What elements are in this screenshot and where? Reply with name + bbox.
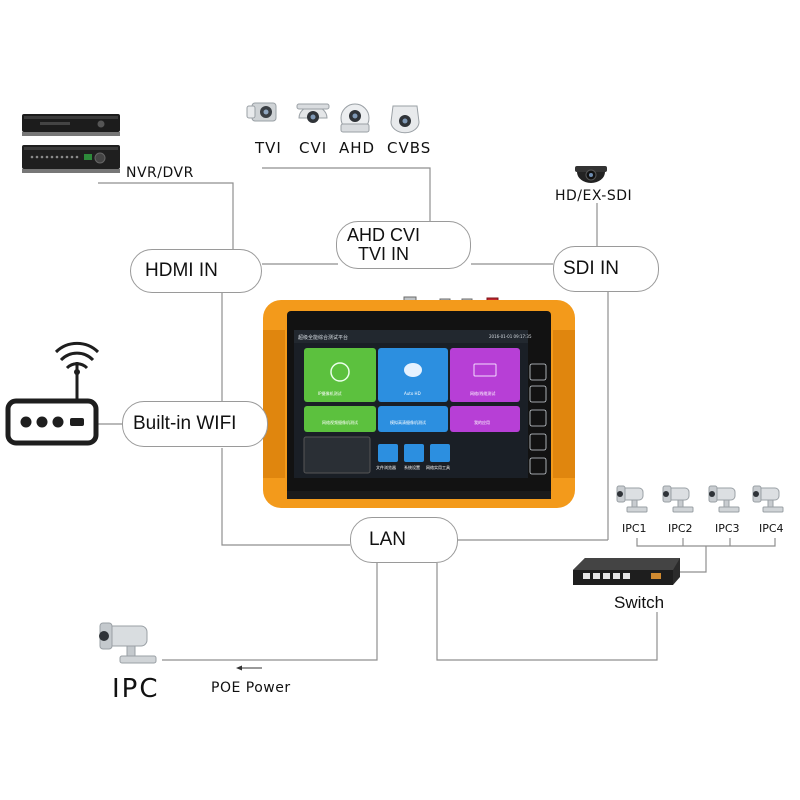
analog-in-line1: AHD CVI (347, 225, 421, 245)
tile-my-apps[interactable] (450, 406, 520, 432)
tvi-camera-icon (246, 102, 277, 122)
tile-network-cable-test[interactable] (450, 348, 520, 402)
ipc-camera-icon-4 (752, 485, 784, 513)
nvr-to-hdmi-line (98, 182, 234, 250)
tile-network-video-camera[interactable] (304, 406, 376, 432)
cameras-to-analog-line (262, 167, 431, 222)
wifi-pill: Built-in WIFI (122, 401, 268, 447)
screen-tiles (303, 348, 520, 474)
ipc-camera-icon-3 (708, 485, 740, 513)
ipc-camera-icon-2 (662, 485, 694, 513)
dvr-recorder-icon (22, 145, 120, 173)
analog-in-line2: TVI IN (358, 244, 410, 264)
side-buttons (529, 363, 547, 475)
wifi-label: Built-in WIFI (133, 413, 237, 434)
lan-to-ipc-line (162, 563, 378, 661)
poe-arrow-icon (236, 665, 262, 671)
ipc-bus-line (636, 538, 776, 547)
bus-to-switch-line (677, 546, 707, 573)
network-switch-icon (573, 558, 680, 585)
lan-to-switch-line (436, 563, 658, 661)
analog-in-pill: AHD CVI TVI IN (336, 221, 471, 269)
cvi-camera-icon (296, 103, 330, 123)
ahd-camera-icon (340, 103, 370, 133)
sdi-dome-camera-icon (575, 166, 607, 183)
hdmi-in-label: HDMI IN (145, 260, 218, 281)
app-system-settings-icon[interactable] (404, 444, 424, 462)
analog-in-label: AHD CVI TVI IN (347, 226, 420, 264)
wifi-to-lan-line (221, 448, 350, 546)
cvbs-camera-icon (390, 105, 420, 134)
nvr-recorder-icon (22, 114, 120, 136)
ipc-camera-icon-1 (616, 485, 648, 513)
lan-label: LAN (369, 529, 406, 550)
app-network-tools-icon[interactable] (430, 444, 450, 462)
sdi-in-pill: SDI IN (553, 246, 659, 292)
status-panel (303, 436, 371, 474)
wifi-router-icon (5, 341, 100, 446)
connection-lines (96, 167, 776, 661)
lan-pill: LAN (350, 517, 458, 563)
tester-device (263, 296, 575, 508)
hdmi-in-pill: HDMI IN (130, 249, 262, 293)
tile-ip-camera-test[interactable] (304, 348, 376, 402)
tile-analog-hd-camera[interactable] (378, 406, 448, 432)
ipc-bullet-camera-icon (99, 622, 157, 664)
app-file-browser-icon[interactable] (378, 444, 398, 462)
ipc-camera-icons (616, 485, 784, 513)
sdi-in-label: SDI IN (563, 258, 619, 279)
